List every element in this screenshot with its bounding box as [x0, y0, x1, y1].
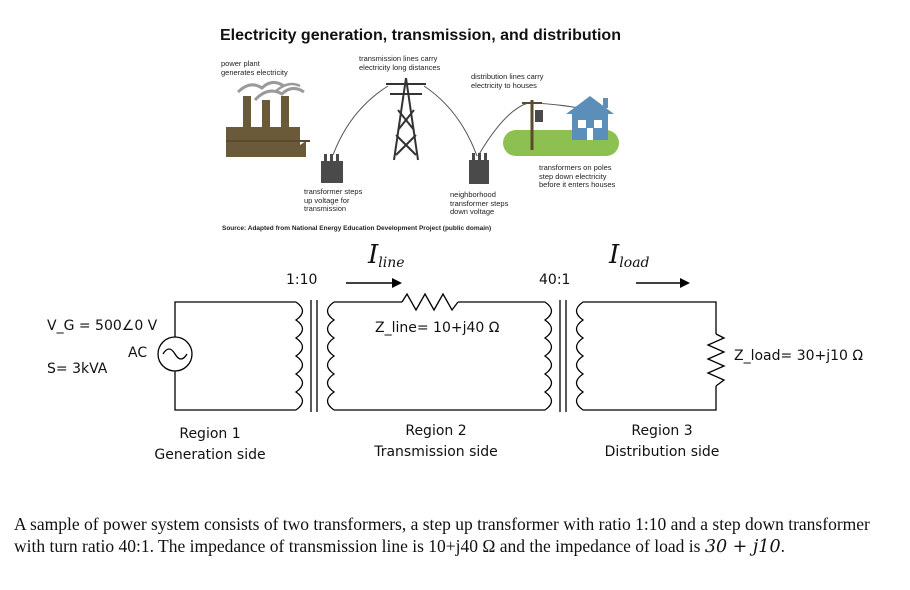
- step-up-ratio: 1:10: [286, 272, 318, 288]
- ac-source-icon: [157, 336, 193, 372]
- step-up-transformer-symbol: [294, 300, 336, 412]
- illustration-title: Electricity generation, transmission, an…: [220, 27, 621, 44]
- load-current-arrow-icon: [636, 278, 690, 288]
- source-voltage-label: V_G = 500∠0 V: [47, 318, 158, 334]
- step-up-transformer-icon: [321, 154, 343, 183]
- load-current-label: Iload: [609, 240, 650, 271]
- label-neighborhood-transformer: neighborhood transformer steps down volt…: [450, 190, 509, 216]
- problem-description: A sample of power system consists of two…: [14, 514, 870, 557]
- line-current-label: Iline: [368, 240, 405, 271]
- region-2-label: Region 2 Transmission side: [374, 423, 498, 460]
- label-power-plant: power plant generates electricity: [221, 59, 288, 77]
- region-1-label: Region 1 Generation side: [154, 426, 266, 463]
- neighborhood-transformer-icon: [469, 153, 489, 184]
- label-step-up-transformer: transformer steps up voltage for transmi…: [304, 187, 363, 213]
- source-power-label: S= 3kVA: [47, 361, 108, 377]
- region-3-label: Region 3 Distribution side: [604, 423, 720, 460]
- step-down-transformer-symbol: [543, 300, 585, 412]
- power-plant-icon: [226, 81, 310, 157]
- transmission-tower-icon: [386, 77, 426, 161]
- illustration-source: Source: Adapted from National Energy Edu…: [222, 225, 492, 232]
- label-distribution-lines: distribution lines carry electricity to …: [471, 72, 544, 90]
- house-icon: [503, 96, 619, 156]
- line-current-arrow-icon: [346, 278, 402, 288]
- ac-label: AC: [128, 345, 148, 361]
- label-pole-transformers: transformers on poles step down electric…: [539, 163, 616, 189]
- line-impedance-label: Z_line= 10+j40 Ω: [375, 320, 500, 336]
- load-impedance-label: Z_load= 30+j10 Ω: [734, 348, 864, 364]
- circuit-wires: [174, 301, 717, 411]
- load-resistor-icon: [706, 333, 726, 387]
- line-resistor-icon: [401, 292, 459, 312]
- step-down-ratio: 40:1: [539, 272, 571, 288]
- label-transmission-lines: transmission lines carry electricity lon…: [359, 54, 441, 72]
